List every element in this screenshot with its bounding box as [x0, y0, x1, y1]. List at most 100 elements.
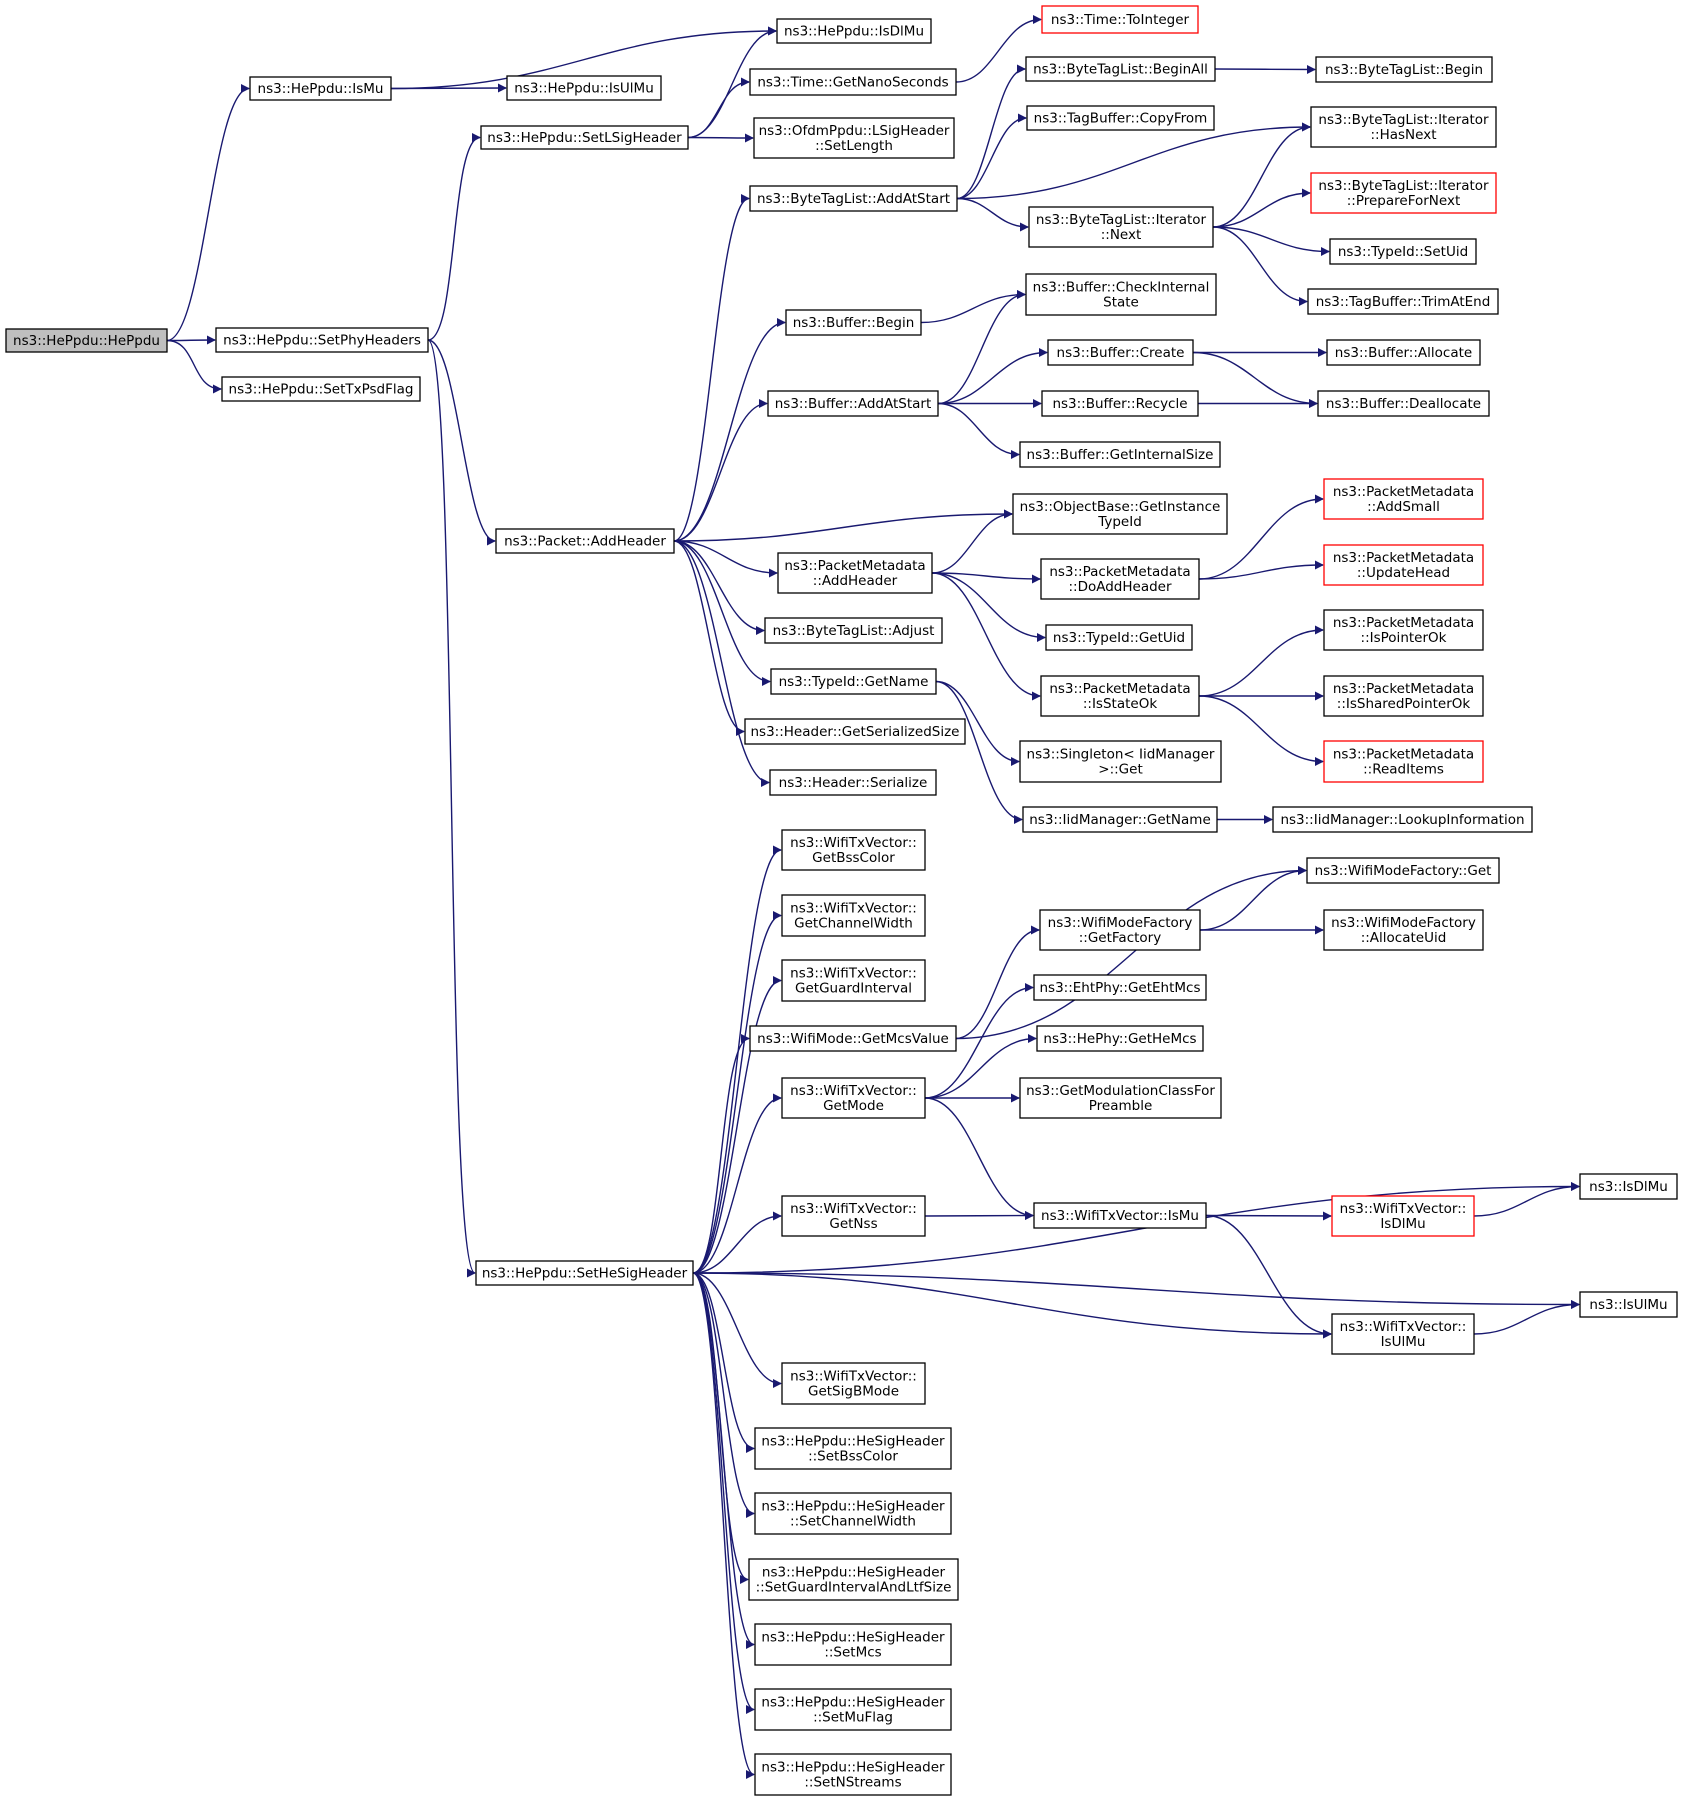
node-type-id-set-uid[interactable]: ns3::TypeId::SetUid	[1329, 238, 1477, 265]
node-hs-set-bss-color[interactable]: ns3::HePpdu::HeSigHeader::SetBssColor	[754, 1427, 952, 1470]
node-hs-set-mcs[interactable]: ns3::HePpdu::HeSigHeader::SetMcs	[754, 1623, 952, 1666]
node-singleton-get[interactable]: ns3::Singleton< IidManager>::Get	[1019, 740, 1222, 783]
node-hs-set-channel-width[interactable]: ns3::HePpdu::HeSigHeader::SetChannelWidt…	[754, 1492, 952, 1535]
node-label: ns3::HePpdu::IsDlMu	[784, 24, 924, 40]
node-buffer-get-internal-size[interactable]: ns3::Buffer::GetInternalSize	[1019, 441, 1221, 468]
node-label: IsDlMu	[1380, 1216, 1425, 1232]
node-label: ns3::Header::GetSerializedSize	[751, 724, 960, 740]
node-hs-set-mu-flag[interactable]: ns3::HePpdu::HeSigHeader::SetMuFlag	[754, 1688, 952, 1731]
node-set-tx-psd-flag[interactable]: ns3::HePpdu::SetTxPsdFlag	[221, 376, 421, 402]
node-he-ppdu-ctor[interactable]: ns3::HePpdu::HePpdu	[5, 328, 168, 353]
node-set-lsig-header[interactable]: ns3::HePpdu::SetLSigHeader	[480, 125, 689, 150]
node-label: ns3::EhtPhy::GetEhtMcs	[1040, 980, 1201, 996]
node-txv-is-ul-mu[interactable]: ns3::WifiTxVector::IsUlMu	[1331, 1313, 1475, 1355]
node-label: ::Next	[1101, 227, 1142, 243]
node-txv-is-dl-mu[interactable]: ns3::WifiTxVector::IsDlMu	[1331, 1195, 1475, 1237]
node-buffer-allocate[interactable]: ns3::Buffer::Allocate	[1326, 339, 1481, 366]
node-iid-get-name[interactable]: ns3::IidManager::GetName	[1022, 806, 1218, 833]
node-btl-begin[interactable]: ns3::ByteTagList::Begin	[1315, 56, 1493, 83]
node-header-serialize[interactable]: ns3::Header::Serialize	[769, 769, 937, 796]
node-box	[1045, 624, 1193, 651]
node-btl-begin-all[interactable]: ns3::ByteTagList::BeginAll	[1025, 56, 1216, 82]
node-label: ::IsPointerOk	[1361, 630, 1447, 646]
node-hs-set-nstreams[interactable]: ns3::HePpdu::HeSigHeader::SetNStreams	[754, 1753, 952, 1796]
edge-buffer-add-at-start-to-buffer-create	[937, 348, 1048, 405]
node-label: ::SetNStreams	[804, 1775, 901, 1791]
edge-buffer-add-at-start-to-buffer-check-internal	[937, 290, 1026, 405]
node-label: ns3::HePpdu::HeSigHeader	[761, 1695, 945, 1711]
node-label: ::SetChannelWidth	[790, 1514, 916, 1530]
node-txv-get-guard-interval[interactable]: ns3::WifiTxVector::GetGuardInterval	[781, 959, 926, 1002]
node-btl-iter-has-next[interactable]: ns3::ByteTagList::Iterator::HasNext	[1310, 106, 1497, 148]
node-box	[1326, 339, 1481, 366]
node-set-he-sig-header[interactable]: ns3::HePpdu::SetHeSigHeader	[475, 1260, 694, 1286]
node-pm-update-head[interactable]: ns3::PacketMetadata::UpdateHead	[1323, 544, 1484, 586]
node-eht-get-eht-mcs[interactable]: ns3::EhtPhy::GetEhtMcs	[1033, 974, 1207, 1001]
node-label: ns3::WifiTxVector::	[790, 966, 917, 982]
node-is-ul-mu[interactable]: ns3::IsUlMu	[1579, 1291, 1678, 1318]
node-btl-add-at-start[interactable]: ns3::ByteTagList::AddAtStart	[749, 185, 958, 212]
node-buffer-deallocate[interactable]: ns3::Buffer::Deallocate	[1317, 390, 1490, 417]
node-wmf-get-factory[interactable]: ns3::WifiModeFactory::GetFactory	[1039, 909, 1201, 951]
node-is-dl-mu[interactable]: ns3::IsDlMu	[1579, 1173, 1678, 1200]
node-pm-do-add-header[interactable]: ns3::PacketMetadata::DoAddHeader	[1040, 558, 1200, 600]
node-hs-set-guard-interval-and-ltf-size[interactable]: ns3::HePpdu::HeSigHeader::SetGuardInterv…	[748, 1558, 959, 1601]
node-add-header[interactable]: ns3::Packet::AddHeader	[495, 528, 675, 554]
node-label: ns3::HePhy::GetHeMcs	[1043, 1031, 1196, 1047]
node-pm-add-header[interactable]: ns3::PacketMetadata::AddHeader	[777, 552, 933, 594]
node-buffer-recycle[interactable]: ns3::Buffer::Recycle	[1041, 390, 1199, 417]
node-box	[1019, 1077, 1222, 1119]
node-tag-buffer-copy-from[interactable]: ns3::TagBuffer::CopyFrom	[1026, 105, 1215, 131]
node-buffer-begin[interactable]: ns3::Buffer::Begin	[785, 309, 922, 336]
node-he-ppdu-is-ul-mu[interactable]: ns3::HePpdu::IsUlMu	[506, 75, 662, 101]
node-buffer-create[interactable]: ns3::Buffer::Create	[1047, 339, 1194, 366]
edge-btl-iter-next-to-btl-iter-has-next	[1212, 122, 1311, 228]
node-wifi-mode-get-mcs-value[interactable]: ns3::WifiMode::GetMcsValue	[749, 1025, 957, 1052]
node-label: >::Get	[1098, 762, 1142, 778]
node-btl-adjust[interactable]: ns3::ByteTagList::Adjust	[764, 617, 943, 644]
node-txv-get-sig-bmode[interactable]: ns3::WifiTxVector::GetSigBMode	[781, 1362, 926, 1405]
node-wmf-get[interactable]: ns3::WifiModeFactory::Get	[1306, 857, 1500, 884]
node-label: ns3::TypeId::GetUid	[1053, 630, 1185, 646]
node-box	[1036, 1025, 1204, 1052]
node-buffer-add-at-start[interactable]: ns3::Buffer::AddAtStart	[767, 390, 939, 417]
edge-add-header-to-btl-add-at-start	[673, 194, 750, 542]
node-tag-buffer-trim-at-end[interactable]: ns3::TagBuffer::TrimAtEnd	[1307, 288, 1499, 315]
node-pm-add-small[interactable]: ns3::PacketMetadata::AddSmall	[1323, 478, 1484, 520]
node-pm-is-shared-pointer-ok[interactable]: ns3::PacketMetadata::IsSharedPointerOk	[1323, 675, 1484, 717]
node-wmf-allocate-uid[interactable]: ns3::WifiModeFactory::AllocateUid	[1323, 909, 1484, 951]
node-txv-get-nss[interactable]: ns3::WifiTxVector::GetNss	[781, 1195, 926, 1237]
node-get-nano-seconds[interactable]: ns3::Time::GetNanoSeconds	[749, 68, 957, 96]
node-type-id-get-name[interactable]: ns3::TypeId::GetName	[770, 668, 937, 695]
node-label: ::AddSmall	[1367, 499, 1440, 515]
node-label: ns3::HePpdu::SetHeSigHeader	[482, 1266, 688, 1282]
node-btl-iter-next[interactable]: ns3::ByteTagList::Iterator::Next	[1028, 206, 1214, 248]
edge-txv-is-dl-mu-to-is-dl-mu	[1473, 1182, 1580, 1217]
node-he-ppdu-is-dl-mu[interactable]: ns3::HePpdu::IsDlMu	[776, 18, 932, 44]
node-pm-read-items[interactable]: ns3::PacketMetadata::ReadItems	[1323, 740, 1484, 783]
node-txv-get-mode[interactable]: ns3::WifiTxVector::GetMode	[781, 1077, 926, 1119]
node-label: ns3::WifiTxVector::	[790, 901, 917, 917]
node-pm-is-state-ok[interactable]: ns3::PacketMetadata::IsStateOk	[1040, 675, 1200, 717]
node-txv-get-bss-color[interactable]: ns3::WifiTxVector::GetBssColor	[781, 829, 926, 871]
node-txv-get-channel-width[interactable]: ns3::WifiTxVector::GetChannelWidth	[781, 894, 926, 937]
node-lsig-set-length[interactable]: ns3::OfdmPpdu::LSigHeader::SetLength	[753, 117, 955, 159]
edge-set-he-sig-header-to-is-ul-mu	[692, 1272, 1580, 1309]
node-box	[749, 68, 957, 96]
edge-txv-is-mu-to-txv-is-ul-mu	[1205, 1214, 1332, 1339]
node-iid-lookup-information[interactable]: ns3::IidManager::LookupInformation	[1272, 806, 1533, 833]
edge-is-mu-to-he-ppdu-is-ul-mu	[390, 83, 507, 93]
node-btl-iter-prepare[interactable]: ns3::ByteTagList::Iterator::PrepareForNe…	[1310, 172, 1497, 214]
node-he-phy-get-he-mcs[interactable]: ns3::HePhy::GetHeMcs	[1036, 1025, 1204, 1052]
node-txv-is-mu[interactable]: ns3::WifiTxVector::IsMu	[1033, 1202, 1207, 1229]
node-is-mu[interactable]: ns3::HePpdu::IsMu	[249, 76, 392, 101]
node-header-get-serialized-size[interactable]: ns3::Header::GetSerializedSize	[744, 718, 966, 745]
node-label: ns3::HePpdu::HeSigHeader	[762, 1565, 946, 1581]
node-pm-is-pointer-ok[interactable]: ns3::PacketMetadata::IsPointerOk	[1323, 609, 1484, 651]
node-set-phy-headers[interactable]: ns3::HePpdu::SetPhyHeaders	[215, 327, 429, 353]
node-time-to-integer[interactable]: ns3::Time::ToInteger	[1041, 5, 1199, 34]
node-type-id-get-uid[interactable]: ns3::TypeId::GetUid	[1045, 624, 1193, 651]
